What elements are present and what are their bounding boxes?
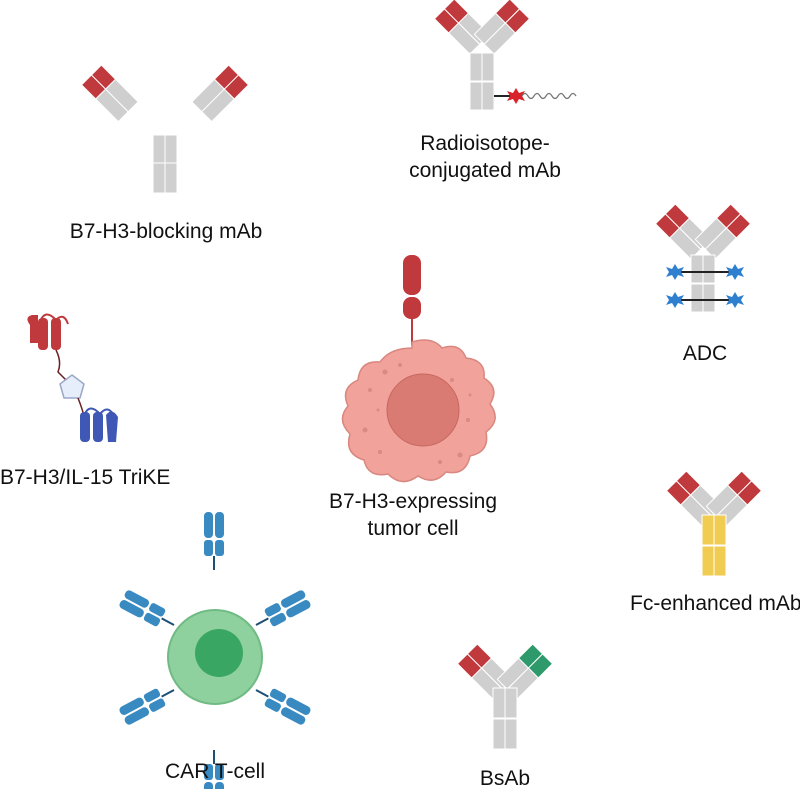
label-tumor-line1: B7-H3-expressing (328, 490, 498, 513)
trike-icon (27, 313, 118, 442)
label-bsab: BsAb (479, 767, 531, 790)
label-trike: B7-H3/IL-15 TriKE (0, 466, 171, 489)
adc-payload-icon (666, 264, 744, 308)
car-t-cell-icon (119, 512, 311, 789)
radioisotope-star-icon (507, 88, 525, 104)
label-radio-line2: conjugated mAb (409, 159, 561, 182)
label-blocking-mab: B7-H3-blocking mAb (69, 220, 263, 243)
bsab-icon (456, 643, 554, 750)
label-radio-line1: Radioisotope- (420, 132, 550, 155)
fc-enhanced-mab-icon (665, 470, 763, 577)
tumor-cell-icon (341, 255, 496, 483)
label-adc: ADC (682, 342, 728, 365)
label-tumor-line2: tumor cell (367, 517, 459, 540)
radio-mab-icon (433, 0, 577, 111)
car-receptors (119, 512, 311, 789)
label-fc-enhanced: Fc-enhanced mAb (630, 592, 800, 615)
adc-icon (654, 203, 752, 313)
linker-pentagon-icon (59, 374, 85, 399)
blocking-mab-icon (80, 64, 250, 194)
label-car-t-cell: CAR T-cell (165, 760, 265, 783)
